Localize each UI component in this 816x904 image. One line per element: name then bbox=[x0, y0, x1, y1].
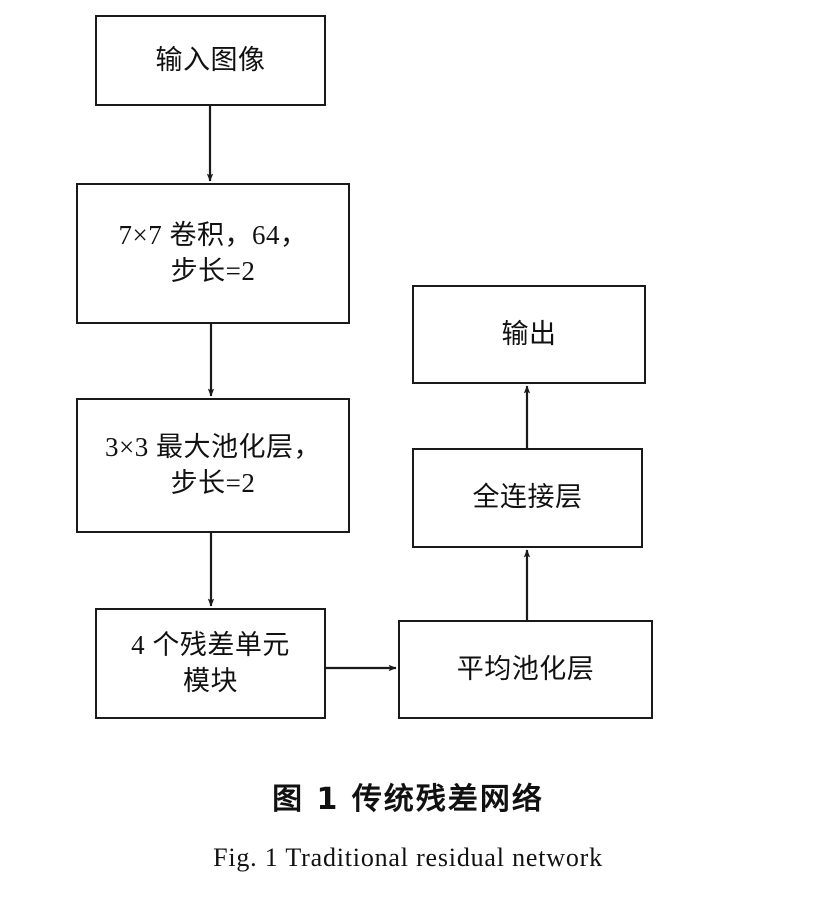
figure-caption-chinese: 图 1 传统残差网络 bbox=[272, 782, 544, 817]
flow-node-average-pooling: 平均池化层 bbox=[398, 620, 653, 719]
flow-node-input-image: 输入图像 bbox=[95, 15, 326, 106]
figure-caption-english: Fig. 1 Traditional residual network bbox=[213, 843, 603, 872]
flow-node-maxpool-3x3: 3×3 最大池化层， 步长=2 bbox=[76, 398, 350, 533]
flow-node-conv-7x7: 7×7 卷积，64， 步长=2 bbox=[76, 183, 350, 324]
flow-node-output: 输出 bbox=[412, 285, 646, 384]
flow-node-fully-connected: 全连接层 bbox=[412, 448, 643, 548]
flow-node-residual-blocks: 4 个残差单元 模块 bbox=[95, 608, 326, 719]
